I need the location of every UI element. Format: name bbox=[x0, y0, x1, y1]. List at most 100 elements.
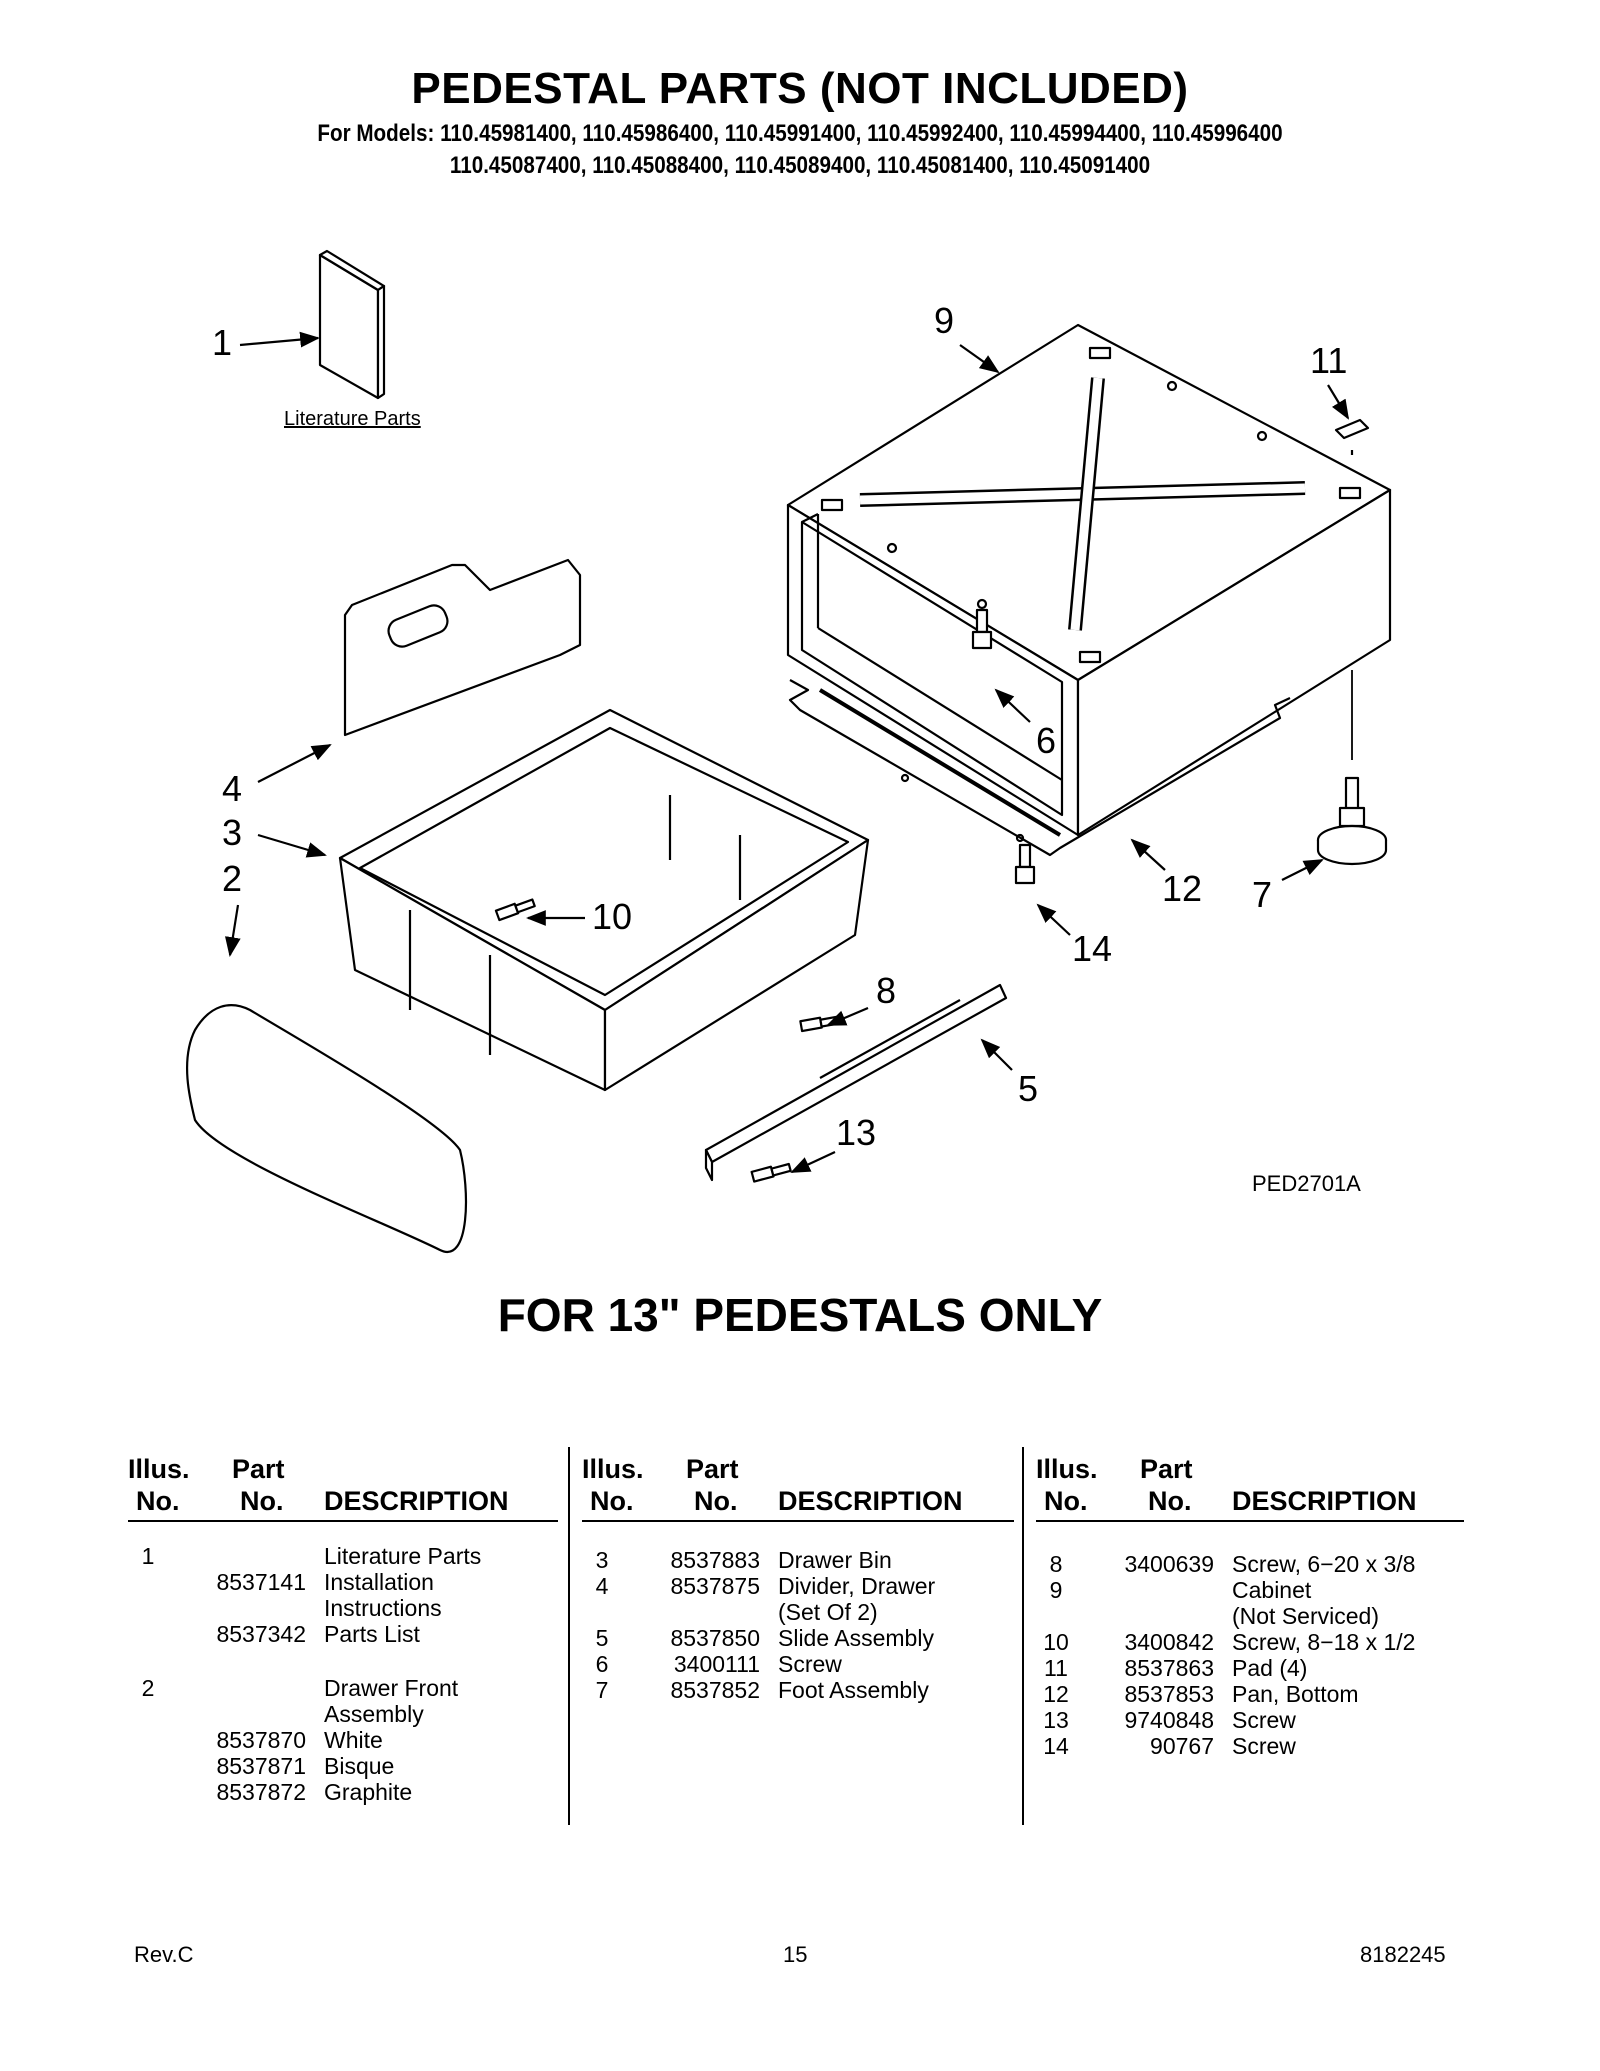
column-divider bbox=[1022, 1447, 1024, 1825]
table-cell-part: 8537850 bbox=[670, 1625, 760, 1651]
table-cell-part: 90767 bbox=[1150, 1733, 1214, 1759]
table-cell-part: 8537852 bbox=[670, 1677, 760, 1703]
callout-12: 12 bbox=[1162, 868, 1203, 909]
models-line-1: For Models: 110.45981400, 110.45986400, … bbox=[317, 120, 1283, 147]
table-cell-illus: 10 bbox=[1043, 1629, 1069, 1655]
table-cell-desc: Assembly bbox=[324, 1701, 424, 1727]
table-cell-illus: 11 bbox=[1044, 1655, 1068, 1681]
table-cell-illus: 5 bbox=[595, 1625, 609, 1651]
table-cell-desc: Screw bbox=[778, 1651, 842, 1677]
models-line-2: 110.45087400, 110.45088400, 110.45089400… bbox=[449, 152, 1151, 179]
drawer-divider bbox=[343, 558, 582, 737]
table-header: Illus. No. Part No. DESCRIPTION bbox=[1036, 1452, 1464, 1522]
cabinet bbox=[786, 323, 1392, 837]
table-cell-desc: Installation bbox=[324, 1569, 434, 1595]
document-number: 8182245 bbox=[1360, 1942, 1446, 1967]
table-cell-desc: Cabinet bbox=[1232, 1577, 1312, 1603]
table-cell-part: 8537342 bbox=[216, 1621, 306, 1647]
header-illus: Illus. bbox=[582, 1454, 644, 1484]
header-description: DESCRIPTION bbox=[778, 1486, 963, 1516]
header-part-no: No. bbox=[1148, 1486, 1192, 1516]
callout-7: 7 bbox=[1252, 874, 1273, 915]
table-cell-part: 8537870 bbox=[216, 1727, 306, 1753]
parts-table-column-2: Illus. No. Part No. DESCRIPTION bbox=[582, 1452, 1014, 1522]
parts-table-column-1: Illus. No. Part No. DESCRIPTION bbox=[128, 1452, 558, 1522]
table-cell-part: 8537853 bbox=[1124, 1681, 1214, 1707]
table-cell-illus: 9 bbox=[1049, 1577, 1063, 1603]
table-cell-illus: 3 bbox=[595, 1547, 609, 1573]
table-cell-desc: Bisque bbox=[324, 1753, 395, 1779]
table-cell-illus: 8 bbox=[1049, 1551, 1063, 1577]
header-part: Part bbox=[1140, 1454, 1193, 1484]
page-title: PEDESTAL PARTS (NOT INCLUDED) bbox=[411, 64, 1189, 113]
screw-10 bbox=[494, 898, 536, 922]
revision-label: Rev.C bbox=[134, 1942, 194, 1967]
callout-3: 3 bbox=[222, 812, 243, 853]
drawer-bin bbox=[338, 708, 870, 1092]
table-cell-part: 3400639 bbox=[1124, 1551, 1214, 1577]
table-cell-part: 8537871 bbox=[216, 1753, 306, 1779]
table-cell-desc: Literature Parts bbox=[324, 1543, 482, 1569]
table-cell-desc: White bbox=[324, 1727, 383, 1753]
table-cell-part: 8537141 bbox=[216, 1569, 306, 1595]
header-part-no: No. bbox=[694, 1486, 738, 1516]
table-cell-desc: Drawer Front bbox=[324, 1675, 459, 1701]
callout-8: 8 bbox=[876, 970, 897, 1011]
table-cell-part: 8537872 bbox=[216, 1779, 306, 1805]
table-header: Illus. No. Part No. DESCRIPTION bbox=[582, 1452, 1014, 1522]
callout-2: 2 bbox=[222, 858, 243, 899]
table-cell-desc: Pad (4) bbox=[1232, 1655, 1308, 1681]
table-cell-desc: Screw bbox=[1232, 1707, 1296, 1733]
callout-6: 6 bbox=[1036, 720, 1057, 761]
table-cell-desc: (Set Of 2) bbox=[778, 1599, 878, 1625]
table-cell-illus: 12 bbox=[1043, 1681, 1069, 1707]
callout-5: 5 bbox=[1018, 1068, 1039, 1109]
table-cell-illus: 7 bbox=[595, 1677, 609, 1703]
callout-10: 10 bbox=[592, 896, 633, 937]
bottom-pan bbox=[788, 679, 1291, 857]
header-illus: Illus. bbox=[128, 1454, 190, 1484]
header-illus-no: No. bbox=[136, 1486, 180, 1516]
callout-1: 1 bbox=[212, 322, 233, 363]
header-illus: Illus. bbox=[1036, 1454, 1098, 1484]
table-header: Illus. No. Part No. DESCRIPTION bbox=[128, 1452, 558, 1522]
header-description: DESCRIPTION bbox=[1232, 1486, 1417, 1516]
table-cell-desc: (Not Serviced) bbox=[1232, 1603, 1379, 1629]
header-illus-no: No. bbox=[590, 1486, 634, 1516]
page-number: 15 bbox=[783, 1942, 808, 1967]
table-cell-part: 9740848 bbox=[1124, 1707, 1214, 1733]
table-cell-desc: Graphite bbox=[324, 1779, 413, 1805]
table-cell-desc: Slide Assembly bbox=[778, 1625, 934, 1651]
literature-parts-booklet bbox=[318, 249, 386, 400]
screw-13 bbox=[750, 1162, 792, 1183]
table-cell-illus: 13 bbox=[1043, 1707, 1069, 1733]
table-cell-illus: 6 bbox=[595, 1651, 609, 1677]
slide-assembly bbox=[704, 983, 1008, 1182]
table-cell-part: 3400111 bbox=[673, 1651, 760, 1677]
header-part: Part bbox=[232, 1454, 285, 1484]
callout-4: 4 bbox=[222, 768, 243, 809]
table-cell-desc: Screw bbox=[1232, 1733, 1296, 1759]
exploded-parts-diagram bbox=[185, 249, 1392, 1254]
table-cell-illus: 14 bbox=[1043, 1733, 1069, 1759]
table-cell-part: 8537883 bbox=[670, 1547, 760, 1573]
callout-11: 11 bbox=[1310, 340, 1348, 381]
header-description: DESCRIPTION bbox=[324, 1486, 509, 1516]
column-divider bbox=[568, 1447, 570, 1825]
drawer-front bbox=[185, 1004, 468, 1254]
table-cell-desc: Screw, 8−18 x 1/2 bbox=[1232, 1629, 1416, 1655]
table-cell-desc: Pan, Bottom bbox=[1232, 1681, 1359, 1707]
header-part-no: No. bbox=[240, 1486, 284, 1516]
table-cell-desc: Instructions bbox=[324, 1595, 442, 1621]
screw-14 bbox=[1014, 843, 1036, 885]
table-cell-part: 8537863 bbox=[1124, 1655, 1214, 1681]
table-cell-desc: Parts List bbox=[324, 1621, 420, 1647]
table-cell-illus: 1 bbox=[141, 1543, 155, 1569]
callout-9: 9 bbox=[934, 300, 955, 341]
screw-6 bbox=[971, 608, 993, 650]
callout-13: 13 bbox=[836, 1112, 877, 1153]
pedestal-subtitle: FOR 13" PEDESTALS ONLY bbox=[497, 1289, 1103, 1341]
table-cell-desc: Screw, 6−20 x 3/8 bbox=[1232, 1551, 1416, 1577]
table-cell-illus: 2 bbox=[141, 1675, 155, 1701]
table-cell-illus: 4 bbox=[595, 1573, 609, 1599]
